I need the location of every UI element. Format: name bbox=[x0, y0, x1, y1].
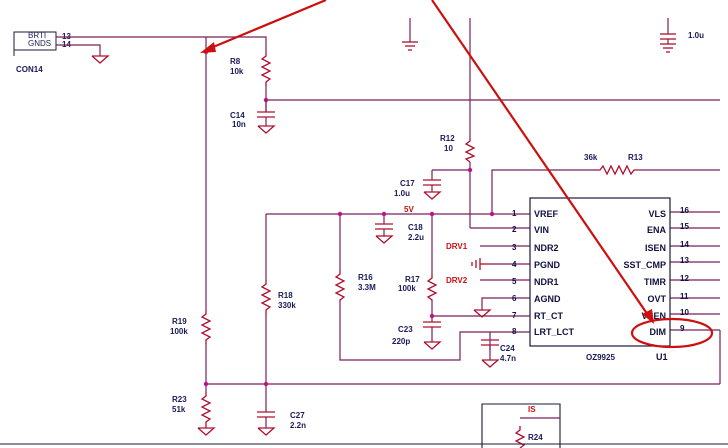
c23-value: 220p bbox=[392, 337, 410, 346]
ic-pin2-number: 2 bbox=[512, 225, 517, 234]
ic-ref: U1 bbox=[656, 352, 668, 362]
capacitor-c18: C18 2.2u bbox=[375, 223, 424, 242]
c18-ref: C18 bbox=[408, 223, 423, 232]
r17-ref: R17 bbox=[405, 275, 420, 284]
r19-ref: R19 bbox=[172, 317, 187, 326]
ic-pin16-name: VLS bbox=[648, 209, 666, 219]
ic-pin10-name: VSEN bbox=[641, 311, 666, 321]
r13-value: 36k bbox=[584, 153, 598, 162]
resistor-r13: 36k R13 bbox=[584, 153, 643, 176]
ic-pin14-name: ISEN bbox=[645, 243, 666, 253]
connector-pin14-label: GNDS bbox=[28, 39, 51, 48]
r16-ref: R16 bbox=[358, 273, 373, 282]
c24-ref: C24 bbox=[500, 344, 515, 353]
resistor-r23: R23 51k bbox=[172, 392, 212, 428]
ic-pin10-number: 10 bbox=[680, 308, 689, 317]
r13-ref: R13 bbox=[628, 153, 643, 162]
capacitor-c-top: 1.0u bbox=[660, 18, 704, 44]
ic-oz9925: 1 VREF 2 VIN 3 NDR2 4 PGND 5 NDR1 6 AGND… bbox=[512, 197, 689, 362]
ic-pin12-number: 12 bbox=[680, 274, 689, 283]
net-drv1-label: DRV1 bbox=[446, 242, 468, 251]
capacitor-c14: C14 10n bbox=[230, 100, 275, 129]
r12-ref: R12 bbox=[440, 134, 455, 143]
r24-ref: R24 bbox=[528, 433, 543, 442]
resistor-r17: R17 100k bbox=[398, 274, 438, 302]
ic-pin9-name: DIM bbox=[650, 327, 667, 337]
ic-pin2-name: VIN bbox=[534, 225, 549, 235]
capacitor-c24: C24 4.7n bbox=[481, 339, 516, 363]
ic-pin5-number: 5 bbox=[512, 277, 517, 286]
r12-value: 10 bbox=[444, 144, 453, 153]
ic-pin8-number: 8 bbox=[512, 327, 517, 336]
ic-pin4-number: 4 bbox=[512, 260, 517, 269]
capacitor-c27: C27 2.2n bbox=[257, 411, 306, 430]
c14-ref: C14 bbox=[230, 111, 245, 120]
r17-value: 100k bbox=[398, 284, 416, 293]
ic-pin13-name: SST_CMP bbox=[623, 260, 666, 270]
c17-value: 1.0u bbox=[394, 189, 410, 198]
r23-ref: R23 bbox=[172, 395, 187, 404]
capacitor-c23: C23 220p bbox=[392, 321, 441, 346]
ic-pin15-number: 15 bbox=[680, 222, 689, 231]
c14-value: 10n bbox=[232, 120, 246, 129]
ic-pin6-number: 6 bbox=[512, 294, 517, 303]
c18-value: 2.2u bbox=[408, 233, 424, 242]
ic-pin7-number: 7 bbox=[512, 311, 517, 320]
ic-pin13-number: 13 bbox=[680, 256, 689, 265]
ic-pin1-number: 1 bbox=[512, 209, 517, 218]
resistor-r19: R19 100k bbox=[170, 310, 212, 344]
r8-value: 10k bbox=[230, 67, 244, 76]
ic-pin7-name: RT_CT bbox=[534, 311, 564, 321]
r23-value: 51k bbox=[172, 405, 186, 414]
ic-pin3-name: NDR2 bbox=[534, 243, 559, 253]
resistor-r12: R12 10 bbox=[440, 134, 476, 163]
r18-value: 330k bbox=[278, 301, 296, 310]
resistor-r24: R24 bbox=[514, 426, 543, 448]
ic-pin12-name: TIMR bbox=[644, 277, 666, 287]
ic-pin11-name: OVT bbox=[647, 294, 666, 304]
ic-pin11-number: 11 bbox=[680, 292, 689, 301]
resistor-r8: R8 10k bbox=[230, 52, 272, 86]
net-5v-label: 5V bbox=[404, 205, 414, 214]
c23-ref: C23 bbox=[398, 325, 413, 334]
net-is-label: IS bbox=[528, 405, 536, 414]
r19-value: 100k bbox=[170, 327, 188, 336]
ground-symbols bbox=[91, 41, 676, 436]
ic-pin9-number: 9 bbox=[680, 324, 685, 333]
c24-value: 4.7n bbox=[500, 354, 516, 363]
ic-pin14-number: 14 bbox=[680, 240, 689, 249]
ic-part-number: OZ9925 bbox=[586, 353, 615, 362]
ic-pin4-name: PGND bbox=[534, 260, 561, 270]
c-top-value: 1.0u bbox=[688, 31, 704, 40]
net-drv2-label: DRV2 bbox=[446, 276, 468, 285]
c27-value: 2.2n bbox=[290, 421, 306, 430]
capacitor-c17: C17 1.0u bbox=[394, 179, 441, 198]
ic-pin8-name: LRT_LCT bbox=[534, 327, 574, 337]
ic-pin3-number: 3 bbox=[512, 243, 517, 252]
connector-ref: CON14 bbox=[16, 65, 43, 74]
r8-ref: R8 bbox=[230, 57, 241, 66]
ic-pin1-name: VREF bbox=[534, 209, 559, 219]
r18-ref: R18 bbox=[278, 291, 293, 300]
resistor-r16: R16 3.3M bbox=[334, 270, 376, 302]
resistor-r18: R18 330k bbox=[260, 280, 296, 316]
annotation bbox=[200, 0, 714, 349]
c27-ref: C27 bbox=[290, 411, 305, 420]
ic-pin5-name: NDR1 bbox=[534, 277, 559, 287]
ic-pin15-name: ENA bbox=[647, 225, 667, 235]
c17-ref: C17 bbox=[400, 179, 415, 188]
ic-pin16-number: 16 bbox=[680, 206, 689, 215]
ic-pin6-name: AGND bbox=[534, 294, 561, 304]
r16-value: 3.3M bbox=[358, 283, 376, 292]
wires bbox=[56, 18, 721, 448]
connector-pin13-label: BRTI bbox=[28, 31, 46, 40]
